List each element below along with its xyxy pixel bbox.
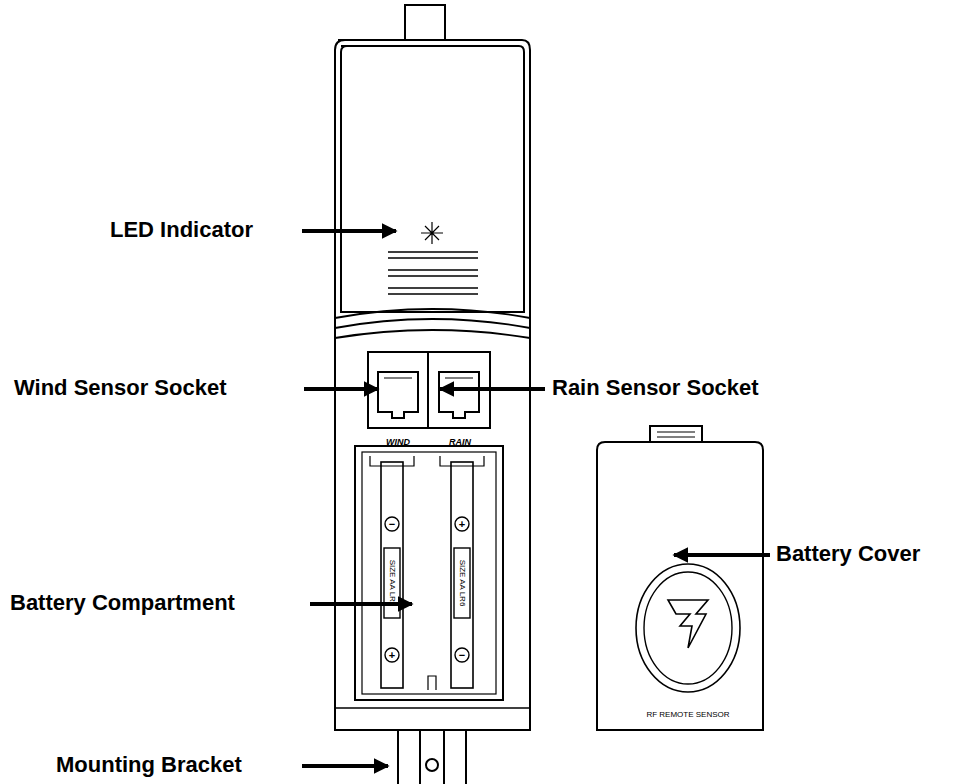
leader-arrow <box>304 387 378 391</box>
vent-lines <box>388 252 478 294</box>
part-label: Rain Sensor Socket <box>552 377 759 399</box>
mounting-bracket <box>398 730 466 784</box>
mount-hole <box>426 759 438 771</box>
battery-slot <box>451 462 473 688</box>
sensor-body <box>335 40 530 730</box>
leader-arrow <box>302 764 388 768</box>
part-label: Wind Sensor Socket <box>14 377 227 399</box>
battery-compartment <box>355 446 503 700</box>
housing-band <box>335 309 530 338</box>
polarity-mark: − <box>389 519 395 530</box>
part-label: Battery Compartment <box>10 592 235 614</box>
polarity-mark: − <box>459 650 465 661</box>
leader-arrow <box>674 553 770 557</box>
leader-arrow <box>310 602 412 606</box>
leader-arrow <box>440 387 545 391</box>
cover-grip <box>636 564 740 692</box>
part-label: LED Indicator <box>110 219 253 241</box>
socket-marking: WIND <box>386 438 410 447</box>
part-label: Battery Cover <box>776 543 920 565</box>
battery-marking: SIZE AA LR6 <box>388 560 396 607</box>
socket-jack <box>439 372 479 418</box>
part-label: Mounting Bracket <box>56 754 242 776</box>
battery-cover <box>597 442 763 730</box>
polarity-mark: + <box>459 519 465 530</box>
battery-slot <box>381 462 403 688</box>
upper-housing <box>341 46 524 312</box>
press-arrow <box>668 600 708 648</box>
socket-marking: RAIN <box>449 438 471 447</box>
battery-marking: SIZE AA LR6 <box>458 560 466 607</box>
leader-arrow <box>302 229 396 233</box>
cover-marking: RF REMOTE SENSOR <box>646 711 729 719</box>
top-tab <box>405 5 445 41</box>
socket-jack <box>378 372 418 418</box>
polarity-mark: + <box>389 650 395 661</box>
led-symbol <box>421 222 443 244</box>
